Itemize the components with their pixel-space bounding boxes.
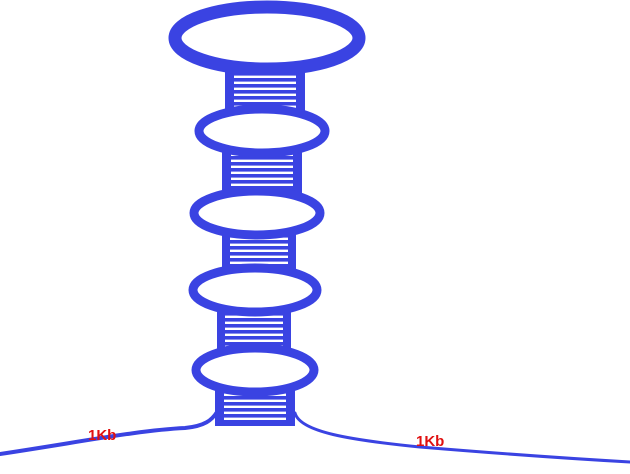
- internal-loop-3: [188, 263, 322, 317]
- right-length-label: 1Kb: [416, 433, 445, 450]
- internal-loop-4: [191, 343, 319, 397]
- internal-loop-2: [189, 186, 325, 240]
- left-flank-strand: [0, 410, 219, 456]
- right-flank-strand: [293, 411, 630, 464]
- terminal-loop: [168, 0, 366, 76]
- internal-loop-1: [194, 104, 330, 158]
- left-length-label: 1Kb: [88, 427, 117, 444]
